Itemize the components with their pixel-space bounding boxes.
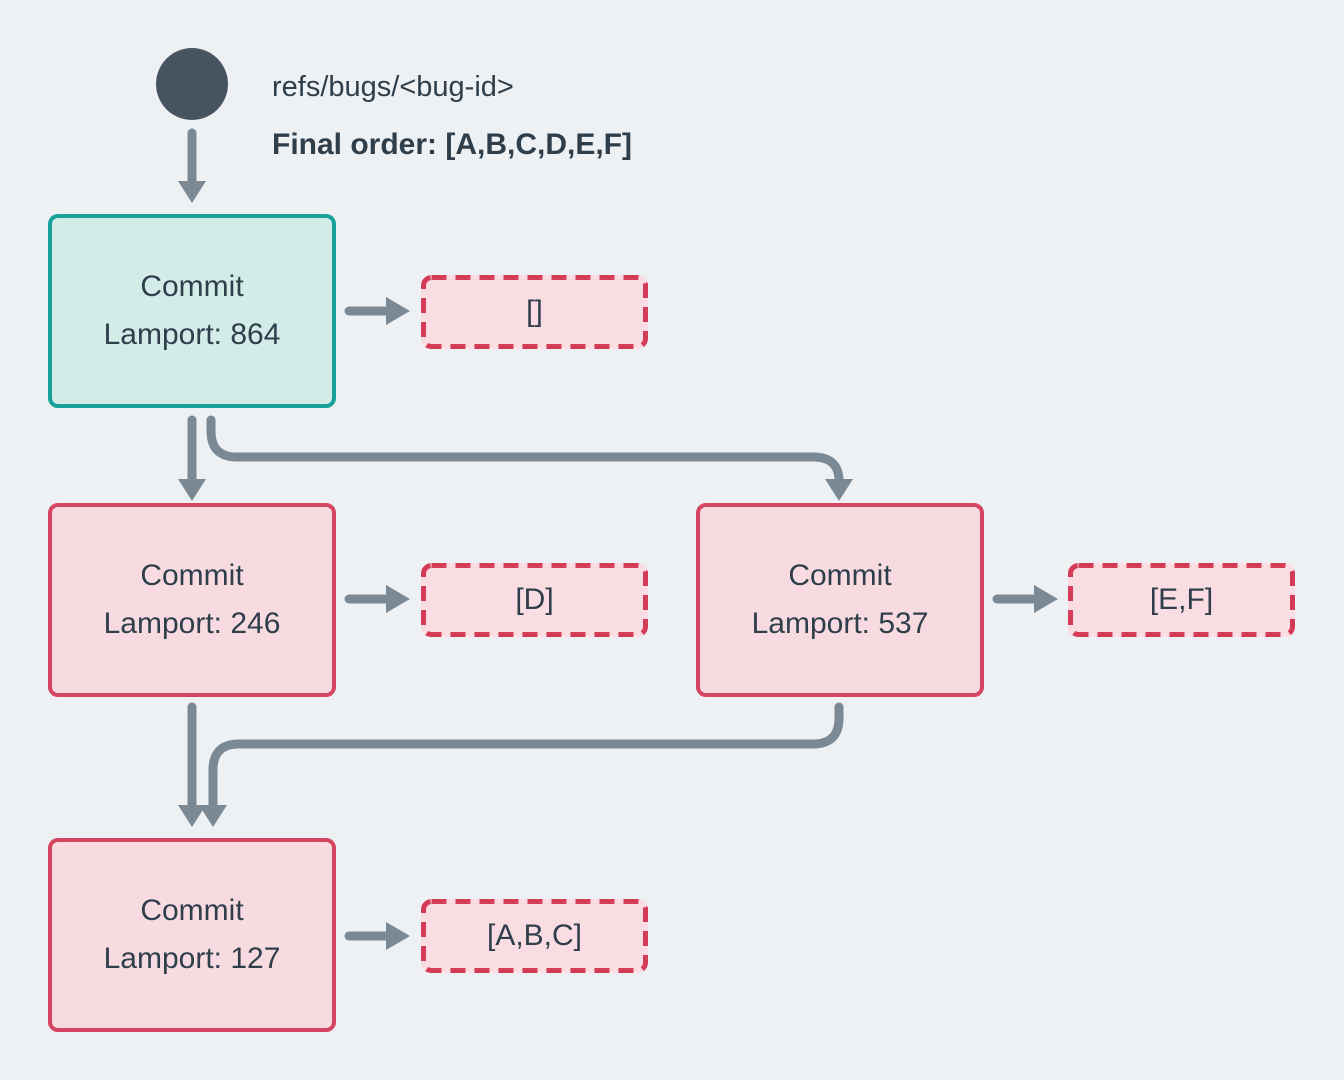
lamport-label: Lamport: 246 [103, 607, 281, 640]
payload-label: [D] [515, 583, 554, 616]
arrowhead-commit864-to-payload [386, 297, 410, 325]
payload-label: [E,F] [1149, 583, 1214, 616]
payload-label: [A,B,C] [486, 919, 583, 952]
lamport-label: Lamport: 864 [103, 318, 281, 351]
arrowhead-commit864-to-commit246 [178, 479, 206, 501]
commit-title: Commit [140, 894, 244, 927]
arrowhead-commit864-to-commit537 [825, 479, 853, 501]
commit-title: Commit [140, 559, 244, 592]
commit-node-246: Commit Lamport: 246 [48, 503, 336, 697]
ref-head-circle [156, 48, 228, 120]
dashed-border [421, 275, 648, 349]
payload-box-commit864: [] [421, 275, 648, 349]
commit-node-537: Commit Lamport: 537 [696, 503, 984, 697]
lamport-label: Lamport: 127 [103, 942, 281, 975]
final-order-label: Final order: [A,B,C,D,E,F] [272, 128, 632, 161]
arrow-commit864-to-commit537 [206, 415, 844, 486]
dashed-border [421, 899, 648, 973]
commit-node-127: Commit Lamport: 127 [48, 838, 336, 1032]
lamport-label: Lamport: 537 [751, 607, 929, 640]
dashed-border [421, 563, 648, 637]
ref-name-label: refs/bugs/<bug-id> [272, 71, 514, 103]
payload-label: [] [526, 295, 543, 328]
payload-box-commit127: [A,B,C] [421, 899, 648, 973]
arrowhead-commit537-to-commit127 [199, 805, 227, 827]
arrowhead-commit246-to-payload [386, 585, 410, 613]
arrowhead-ref-to-commit864 [178, 181, 206, 203]
commit-node-864: Commit Lamport: 864 [48, 214, 336, 408]
arrow-commit537-to-commit127 [208, 702, 844, 810]
payload-box-commit246: [D] [421, 563, 648, 637]
arrowhead-commit537-to-payload [1034, 585, 1058, 613]
arrowhead-commit246-to-commit127 [178, 805, 206, 827]
payload-box-commit537: [E,F] [1068, 563, 1295, 637]
commit-title: Commit [140, 270, 244, 303]
commit-title: Commit [788, 559, 892, 592]
arrowhead-commit127-to-payload [386, 922, 410, 950]
dashed-border [1068, 563, 1295, 637]
